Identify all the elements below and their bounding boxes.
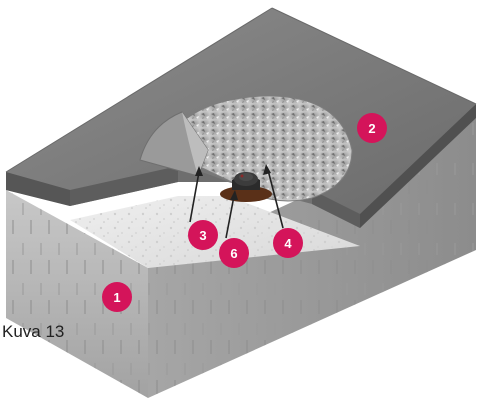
marker-4: 4 xyxy=(273,228,303,258)
figure-caption: Kuva 13 xyxy=(2,322,64,342)
marker-4-label: 4 xyxy=(284,236,292,251)
marker-3-label: 3 xyxy=(199,228,206,243)
marker-6-label: 6 xyxy=(230,246,237,261)
marker-2: 2 xyxy=(357,113,387,143)
marker-6: 6 xyxy=(219,238,249,268)
marker-2-label: 2 xyxy=(368,121,375,136)
marker-1: 1 xyxy=(102,282,132,312)
marker-3: 3 xyxy=(188,220,218,250)
marker-1-label: 1 xyxy=(113,290,120,305)
